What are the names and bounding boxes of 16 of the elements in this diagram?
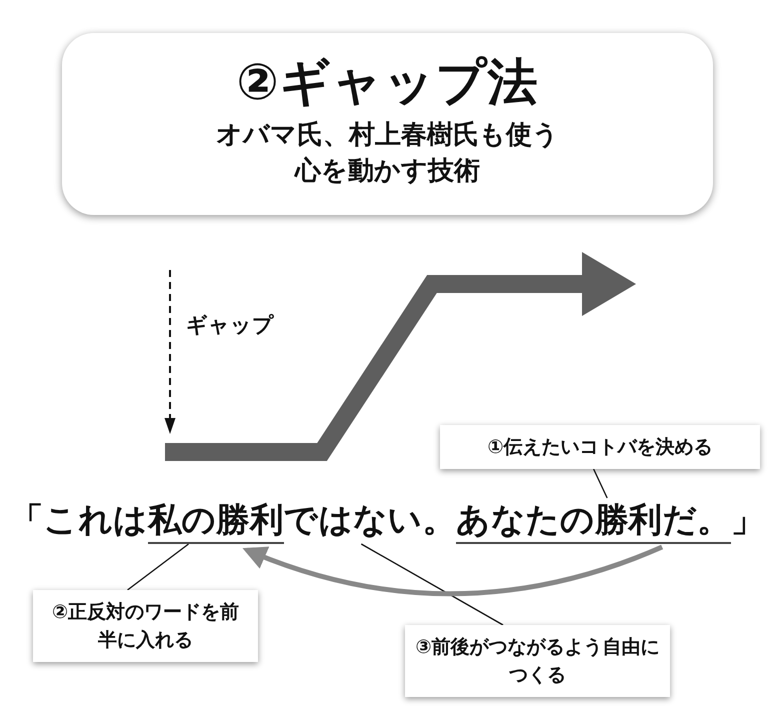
curved-arrow [242,544,664,596]
leader-line [593,468,608,498]
subtitle: オバマ氏、村上春樹氏も使う心を動かす技術 [215,119,560,188]
callout-box: ②正反対のワードを前半に入れる [33,590,258,662]
quote-text: 」 [730,499,764,541]
underlined-phrase: 私の勝利 [148,498,284,544]
callout-box: ③前後がつながるよう自由につくる [405,625,670,697]
quote-text: 「これは [10,499,148,541]
gap-label: ギャップ [186,312,274,339]
leader-line [127,543,189,591]
underlined-phrase: あなたの勝利だ。 [456,498,731,544]
leader-line [360,543,504,626]
title-box [62,33,713,215]
callout-box: ①伝えたいコトバを決める [440,425,760,469]
title: ②ギャップ法 [235,52,540,113]
quote-text: ではない。 [284,498,456,544]
